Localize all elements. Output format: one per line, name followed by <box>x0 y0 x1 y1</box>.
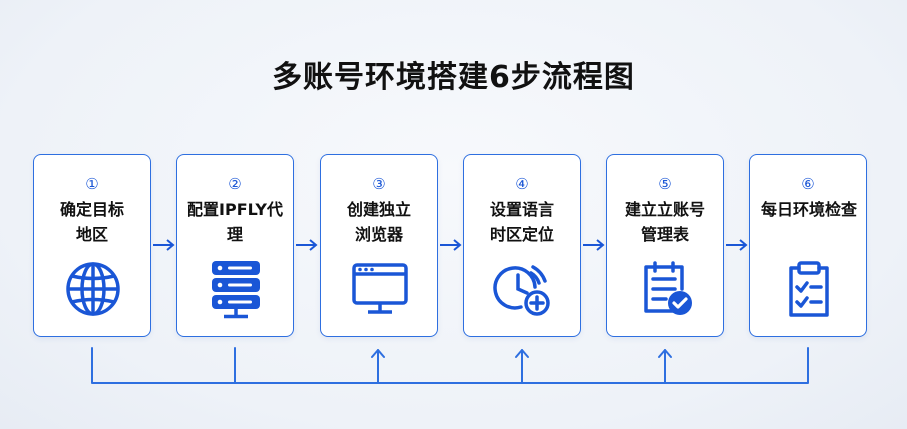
step-number: ⑤ <box>658 175 672 193</box>
step-number: ③ <box>372 175 386 193</box>
step-label: 建立立账号管理表 <box>625 200 706 244</box>
globe-icon <box>66 262 120 316</box>
arrow-right-icon <box>153 239 175 251</box>
step-label: 确定目标地区 <box>59 200 124 244</box>
arrow-right-icon <box>440 239 462 251</box>
step-number: ② <box>228 175 242 193</box>
checklist-icon <box>644 261 692 315</box>
server-icon <box>212 261 260 319</box>
arrow-right-icon <box>583 239 605 251</box>
step-card-1: ① 确定目标地区 <box>33 154 151 337</box>
step-label: 每日环境检查 <box>760 200 857 219</box>
step-card-3: ③ 创建独立浏览器 <box>320 154 438 337</box>
step-card-2: ② 配置IPFLY代理 <box>176 154 294 337</box>
step-label: 创建独立浏览器 <box>346 200 411 244</box>
step-label: 配置IPFLY代理 <box>187 200 283 244</box>
step-label: 设置语言时区定位 <box>489 200 554 244</box>
step-card-5: ⑤ 建立立账号管理表 <box>606 154 724 337</box>
clock-location-icon <box>493 265 550 316</box>
arrow-right-icon <box>726 239 748 251</box>
step-card-6: ⑥ 每日环境检查 <box>749 154 867 337</box>
arrow-right-icon <box>296 239 318 251</box>
step-card-4: ④ 设置语言时区定位 <box>463 154 581 337</box>
step-number: ⑥ <box>801 175 815 193</box>
step-number: ④ <box>515 175 529 193</box>
page-title: 多账号环境搭建6步流程图 <box>272 60 635 95</box>
browser-window-icon <box>352 263 408 314</box>
clipboard-check-icon <box>789 261 829 317</box>
step-number: ① <box>85 175 99 193</box>
